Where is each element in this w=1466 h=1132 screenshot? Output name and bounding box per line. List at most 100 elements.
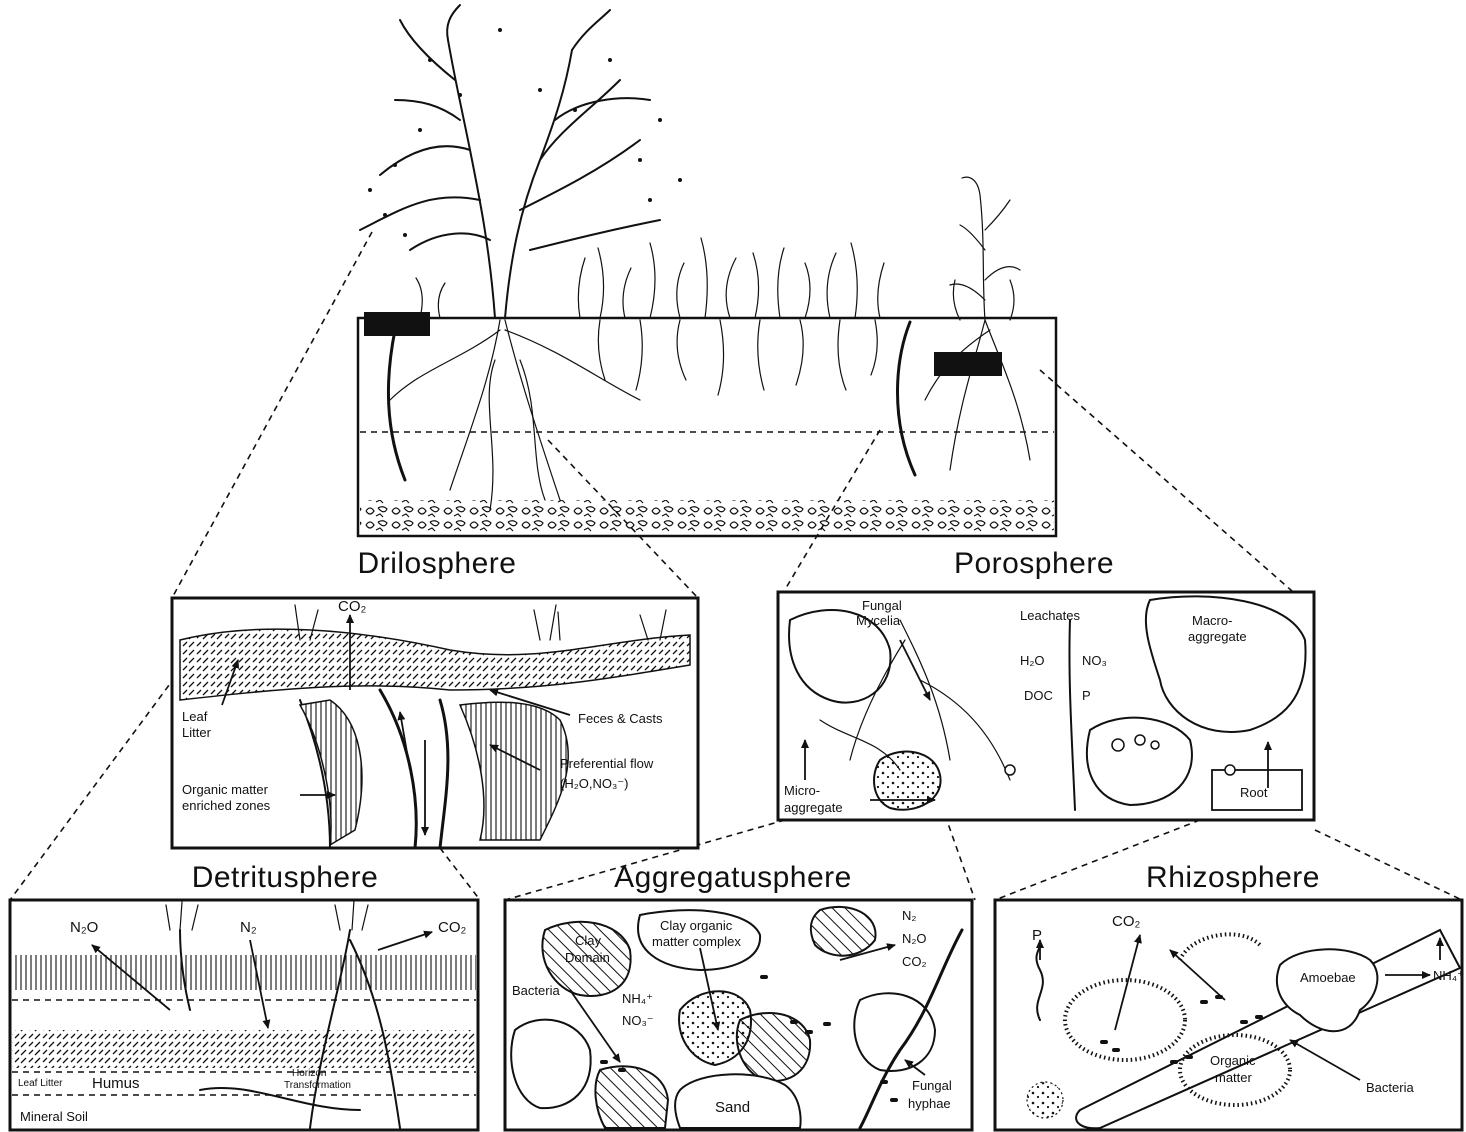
rhizo-p: P <box>1032 927 1042 944</box>
poro-fungal-1: Fungal <box>862 598 902 613</box>
poro-doc: DOC <box>1024 688 1053 703</box>
poro-micro-2: aggregate <box>784 800 843 815</box>
litter-layer <box>12 955 476 990</box>
poro-h2o: H₂O <box>1020 653 1045 668</box>
surface-plants <box>294 604 667 641</box>
detritusphere-panel <box>8 898 480 1132</box>
rhizo-nh4: NH₄⁺ <box>1433 968 1464 983</box>
agg-clay-om-1: Clay organic <box>660 918 733 933</box>
det-root-tufts <box>165 899 369 931</box>
rhizosphere-section: Rhizosphere P CO₂ Amoebae NH₄⁺ Organi <box>993 861 1464 1132</box>
zoom-connectors <box>9 231 1463 901</box>
dri-feces: Feces & Casts <box>578 711 663 726</box>
detritusphere-section: Detritusphere N₂O N₂ CO₂ Leaf Litter Hum… <box>8 861 480 1132</box>
rhizo-co2-arrow-2 <box>1169 949 1226 1001</box>
casts-zone <box>458 701 569 841</box>
dotted-blob <box>1026 1081 1064 1119</box>
tree-crown-texture <box>368 28 682 237</box>
plant-illustration <box>949 176 1021 321</box>
bacteria-dots <box>600 975 898 1102</box>
fungal-hyphae <box>819 619 1011 781</box>
fungal-arrow <box>899 639 931 701</box>
poro-no3: NO₃ <box>1082 653 1107 668</box>
det-horizon-1: Horizon <box>292 1068 326 1079</box>
agg-bacteria-arrow <box>569 989 621 1063</box>
pore-bubbles <box>1004 734 1236 776</box>
poro-p: P <box>1082 688 1091 703</box>
det-co2-arrow <box>377 930 433 951</box>
aggregate-mid <box>1085 716 1193 807</box>
det-n2o-arrow <box>91 944 171 1011</box>
agg-fungal-arrow <box>904 1059 926 1076</box>
rhizo-bacteria-arrow <box>1289 1039 1361 1081</box>
agg-n2: N₂ <box>902 908 916 923</box>
poro-macro-1: Macro- <box>1192 613 1232 628</box>
agg-sand: Sand <box>715 1099 750 1116</box>
soil-gravel-layer <box>360 500 1054 534</box>
det-n2o: N₂O <box>70 919 98 936</box>
tree-illustration <box>359 4 661 319</box>
humus-layer <box>12 1030 476 1068</box>
burrow-right <box>896 320 917 477</box>
poro-leachates: Leachates <box>1020 608 1080 623</box>
rhizo-bacteria: Bacteria <box>1366 1080 1414 1095</box>
porosphere-title: Porosphere <box>954 547 1114 580</box>
marker-box-right <box>934 352 1002 376</box>
agg-co2: CO₂ <box>902 954 927 969</box>
dri-leaf-litter-1: Leaf <box>182 709 208 724</box>
organic-zone <box>298 699 363 847</box>
porosphere-section: Porosphere Fungal Mycelia Leachates H₂O … <box>776 547 1316 822</box>
burrow-wall-c <box>438 698 450 850</box>
aggregatusphere-section: Aggregatusphere Clay Domain Clay organic… <box>503 861 974 1132</box>
agg-clay-domain-2: Domain <box>565 950 610 965</box>
rhizo-co2-arrow-1 <box>1114 934 1142 1031</box>
drilosphere-title: Drilosphere <box>358 547 517 580</box>
hatched-particle-top <box>809 905 877 957</box>
micro-aggregate <box>873 750 942 811</box>
poro-root: Root <box>1240 785 1268 800</box>
dri-pref-flow-2: (H₂O,NO₃⁻) <box>560 776 628 791</box>
poro-micro-1: Micro- <box>784 783 820 798</box>
hatched-particle-bottom <box>594 1065 670 1129</box>
agg-no3: NO₃⁻ <box>622 1013 654 1028</box>
det-humus: Humus <box>92 1075 140 1092</box>
amoeba <box>1275 948 1379 1033</box>
hyphal-ring-mid <box>1178 1033 1292 1107</box>
aggregate-right-blob <box>853 992 937 1072</box>
grass-illustration <box>415 237 885 319</box>
burrow-up-arrow <box>397 711 411 771</box>
pore-channel <box>1068 619 1076 811</box>
det-co2: CO₂ <box>438 919 467 936</box>
det-n2: N₂ <box>240 919 257 936</box>
burrow-left <box>386 328 407 482</box>
fungal-hypha-line <box>858 928 964 1130</box>
feces-arrow <box>489 688 571 716</box>
dri-pref-flow-1: Preferential flow <box>560 756 654 771</box>
agg-clay-om-2: matter complex <box>652 934 741 949</box>
leaf-litter-arrow <box>221 659 240 706</box>
rhizosphere-title: Rhizosphere <box>1146 861 1320 894</box>
aggregatusphere-title: Aggregatusphere <box>614 861 852 894</box>
agg-bacteria: Bacteria <box>512 983 560 998</box>
rhizo-organic-1: Organic <box>1210 1053 1256 1068</box>
marker-box-left <box>364 312 430 336</box>
hyphal-ring-top <box>1178 932 1262 961</box>
dri-co2: CO₂ <box>338 598 367 615</box>
dri-leaf-litter-2: Litter <box>182 725 212 740</box>
agg-clayom-arrow <box>699 947 721 1031</box>
p-squiggle <box>1035 944 1044 1021</box>
rhizosphere-panel <box>993 898 1464 1132</box>
root-box <box>1211 769 1303 811</box>
agg-fungal-1: Fungal <box>912 1078 952 1093</box>
det-roots <box>179 929 401 1129</box>
aggregate-left-blob <box>510 1018 592 1110</box>
rhizo-amoebae: Amoebae <box>1300 970 1356 985</box>
rhizo-organic-2: matter <box>1215 1070 1253 1085</box>
hatched-particle-mid <box>735 1011 812 1082</box>
poro-macro-2: aggregate <box>1188 629 1247 644</box>
det-mineral: Mineral Soil <box>20 1109 88 1124</box>
drilosphere-section: Drilosphere CO₂ Leaf Litter Feces & Cast… <box>170 547 700 850</box>
sand-grain <box>674 1073 802 1129</box>
agg-gas-arrow <box>839 943 896 961</box>
agg-fungal-2: hyphae <box>908 1096 951 1111</box>
